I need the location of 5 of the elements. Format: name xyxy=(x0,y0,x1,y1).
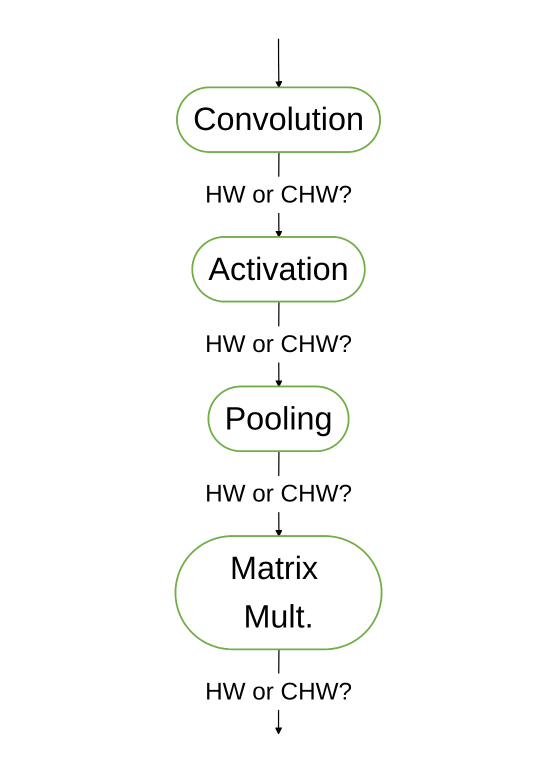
edge-label: HW or CHW? xyxy=(205,678,352,706)
arrow xyxy=(275,38,282,88)
edge-label: HW or CHW? xyxy=(205,331,352,358)
edge-label: HW or CHW? xyxy=(205,480,352,508)
edge-label: HW or CHW? xyxy=(205,182,352,208)
